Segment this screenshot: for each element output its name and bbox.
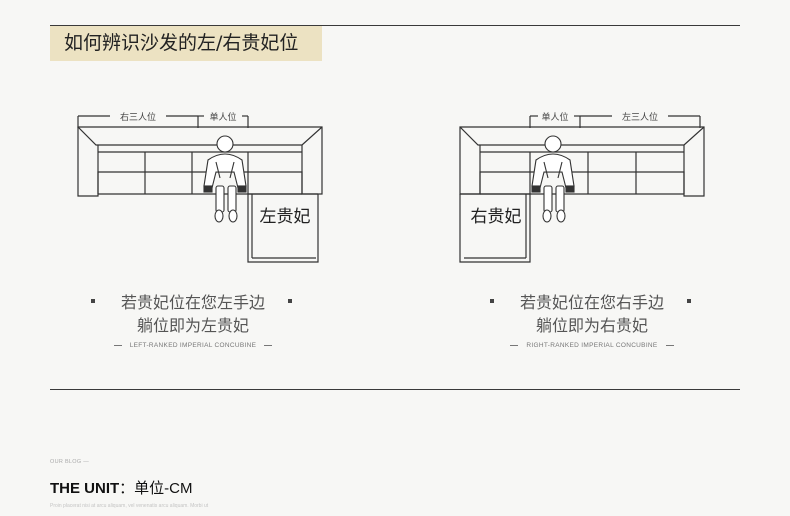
top-rule (50, 25, 740, 26)
right-chaise-label: 右贵妃 (471, 207, 522, 227)
left-caption-line2: 躺位即为左贵妃 (136, 316, 249, 335)
left-dim-three-seat: 右三人位 (120, 111, 156, 123)
unit-title: THE UNIT：单位-CM (50, 477, 193, 498)
page-title: 如何辨识沙发的左/右贵妃位 (50, 26, 322, 61)
square-bullet-icon (91, 299, 95, 303)
right-dim-three-seat: 左三人位 (622, 111, 658, 123)
square-bullet-icon (687, 299, 691, 303)
left-chaise-label: 左贵妃 (260, 207, 311, 227)
unit-fine-print: Proin placerat nisi at arcu aliquam, vel… (50, 503, 209, 509)
left-caption-line1: 若贵妃位在您左手边 (120, 293, 265, 312)
right-subcaption: RIGHT-RANKED IMPERIAL CONCUBINE (442, 342, 742, 349)
right-dim-single-seat: 单人位 (541, 111, 568, 123)
person-seated-icon (531, 135, 575, 223)
square-bullet-icon (490, 299, 494, 303)
right-caption-line1: 若贵妃位在您右手边 (519, 293, 664, 312)
unit-title-cn: ：单位-CM (119, 480, 193, 497)
right-sofa-diagram: 单人位 左三人位 右贵妃 (459, 111, 705, 263)
unit-title-en: THE UNIT (50, 480, 120, 497)
right-caption: 若贵妃位在您右手边 躺位即为右贵妃 (442, 291, 742, 337)
middle-rule (50, 389, 740, 390)
left-sofa-diagram: 右三人位 单人位 左贵妃 (77, 111, 323, 263)
square-bullet-icon (288, 299, 292, 303)
right-caption-line2: 躺位即为右贵妃 (535, 316, 648, 335)
left-dim-single-seat: 单人位 (209, 111, 236, 123)
unit-tag: OUR BLOG — (50, 459, 90, 465)
left-caption: 若贵妃位在您左手边 躺位即为左贵妃 (43, 291, 343, 337)
person-seated-icon (203, 135, 247, 223)
left-subcaption: LEFT-RANKED IMPERIAL CONCUBINE (43, 342, 343, 349)
